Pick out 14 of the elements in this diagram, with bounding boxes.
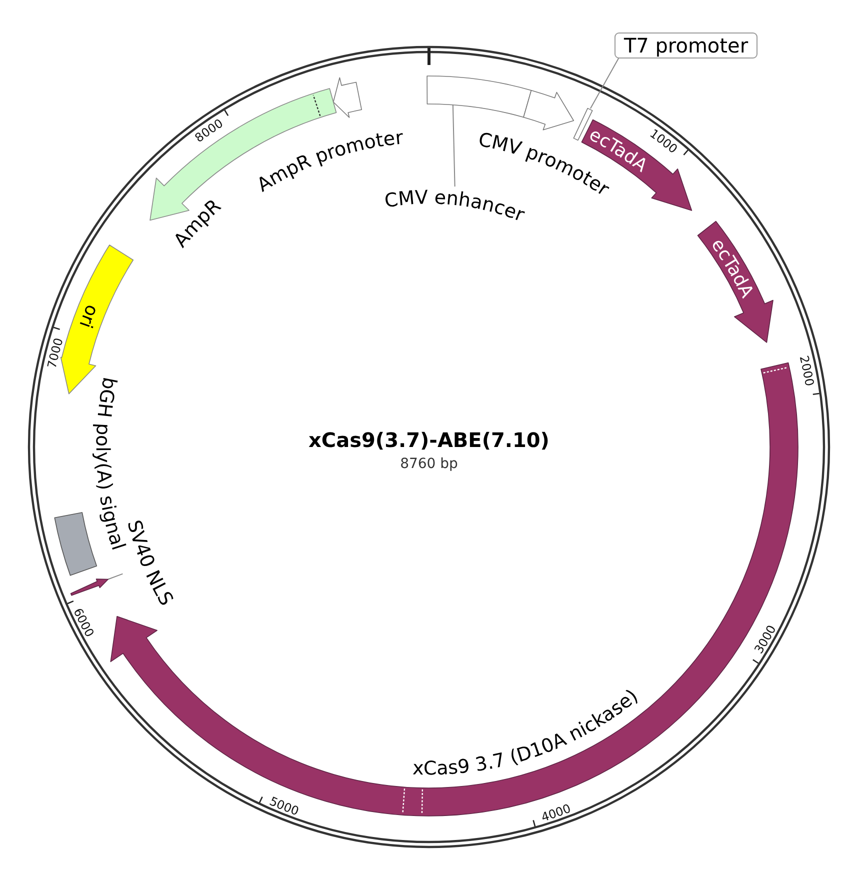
feature-label: ori: [74, 302, 102, 331]
feature-segment: [332, 77, 362, 118]
feature-block: [54, 512, 98, 576]
leader-line: [590, 58, 620, 110]
feature-mark: [70, 578, 109, 596]
plasmid-size: 8760 bp: [400, 456, 458, 472]
feature-label: CMV enhancer: [383, 186, 528, 226]
leader-line: [452, 104, 456, 188]
plasmid-name: xCas9(3.7)-ABE(7.10): [308, 428, 550, 452]
position-label: 5000: [267, 794, 301, 818]
feature-block: [426, 76, 532, 118]
position-label: 4000: [540, 801, 573, 824]
callout-label: T7 promoter: [614, 32, 758, 58]
leader-line: [108, 573, 124, 580]
